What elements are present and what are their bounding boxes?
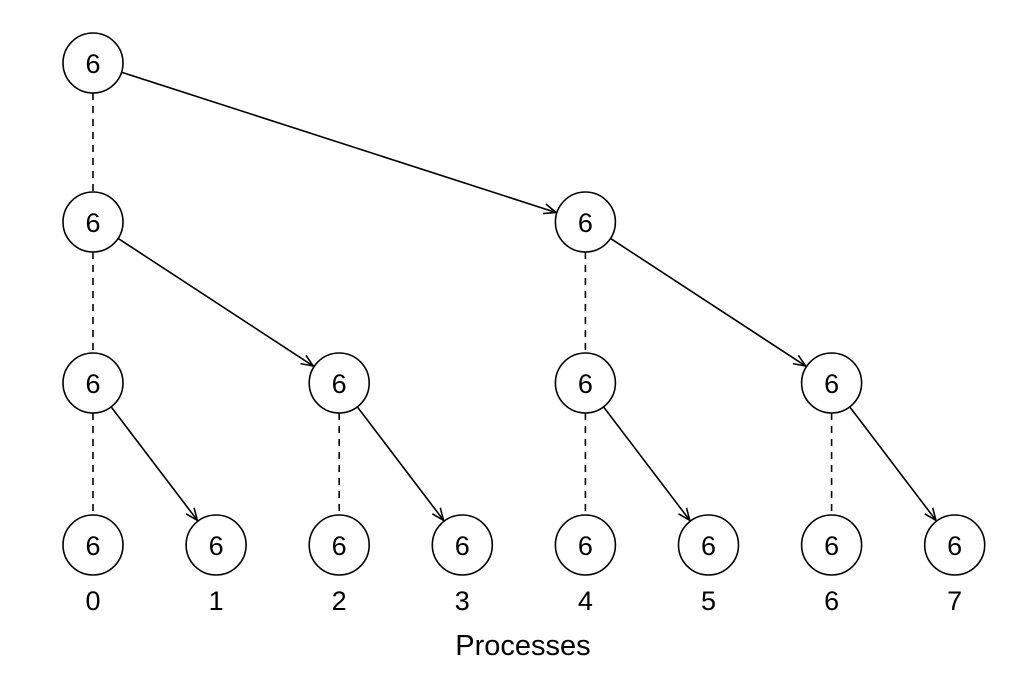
node-circle xyxy=(185,514,247,576)
nodes-layer: 6 6 6 6 6 6 6 6 6 6 6 6 6 6 6 xyxy=(62,32,986,576)
node-value: 6 xyxy=(455,531,470,561)
tree-node: 6 xyxy=(308,352,371,414)
node-value: 6 xyxy=(209,531,224,561)
node-value: 6 xyxy=(85,531,100,561)
node-value: 6 xyxy=(85,49,100,79)
process-label: 2 xyxy=(332,586,347,616)
tree-node: 6 xyxy=(62,514,124,576)
tree-node: 6 xyxy=(554,514,617,576)
process-label: 6 xyxy=(824,586,839,616)
node-value: 6 xyxy=(578,531,593,561)
process-label: 3 xyxy=(455,586,470,616)
axis-title: Processes xyxy=(455,630,590,662)
node-circle xyxy=(923,514,986,576)
node-circle xyxy=(800,514,863,576)
node-value: 6 xyxy=(824,531,839,561)
arrow-edge xyxy=(117,237,313,366)
node-circle xyxy=(800,352,863,414)
node-circle xyxy=(431,514,494,576)
node-value: 6 xyxy=(701,531,716,561)
node-value: 6 xyxy=(332,369,347,399)
tree-node: 6 xyxy=(800,514,863,576)
process-label: 0 xyxy=(85,586,100,616)
tree-node: 6 xyxy=(431,514,494,576)
node-circle xyxy=(62,514,124,576)
tree-node: 6 xyxy=(308,514,371,576)
tree-node: 6 xyxy=(185,514,247,576)
node-circle xyxy=(308,352,371,414)
tree-node: 6 xyxy=(800,352,863,414)
node-value: 6 xyxy=(578,369,593,399)
tree-node: 6 xyxy=(62,352,124,414)
node-value: 6 xyxy=(85,208,100,238)
node-circle xyxy=(62,32,124,94)
tree-node: 6 xyxy=(62,32,124,94)
node-value: 6 xyxy=(947,531,962,561)
node-circle xyxy=(62,191,124,253)
arrow-edge xyxy=(356,406,443,520)
arrow-edge xyxy=(110,406,197,520)
node-circle xyxy=(554,514,617,576)
process-label: 4 xyxy=(578,586,593,616)
process-labels: 0 1 2 3 4 5 6 7 xyxy=(85,586,962,616)
tree-node: 6 xyxy=(62,191,124,253)
process-label: 5 xyxy=(701,586,716,616)
tree-node: 6 xyxy=(554,191,617,253)
node-circle xyxy=(308,514,371,576)
edges-layer xyxy=(92,71,936,520)
node-value: 6 xyxy=(85,369,100,399)
tree-node: 6 xyxy=(677,514,740,576)
arrow-edge xyxy=(121,71,556,212)
node-value: 6 xyxy=(332,531,347,561)
arrow-edge xyxy=(602,406,690,520)
node-value: 6 xyxy=(824,369,839,399)
node-circle xyxy=(62,352,124,414)
node-circle xyxy=(677,514,740,576)
tree-node: 6 xyxy=(554,352,617,414)
process-label: 1 xyxy=(209,586,224,616)
process-label: 7 xyxy=(947,586,962,616)
tree-node: 6 xyxy=(923,514,986,576)
node-circle xyxy=(554,191,617,253)
arrow-edge xyxy=(610,237,806,366)
node-circle xyxy=(554,352,617,414)
arrow-edge xyxy=(849,406,936,520)
node-value: 6 xyxy=(578,208,593,238)
